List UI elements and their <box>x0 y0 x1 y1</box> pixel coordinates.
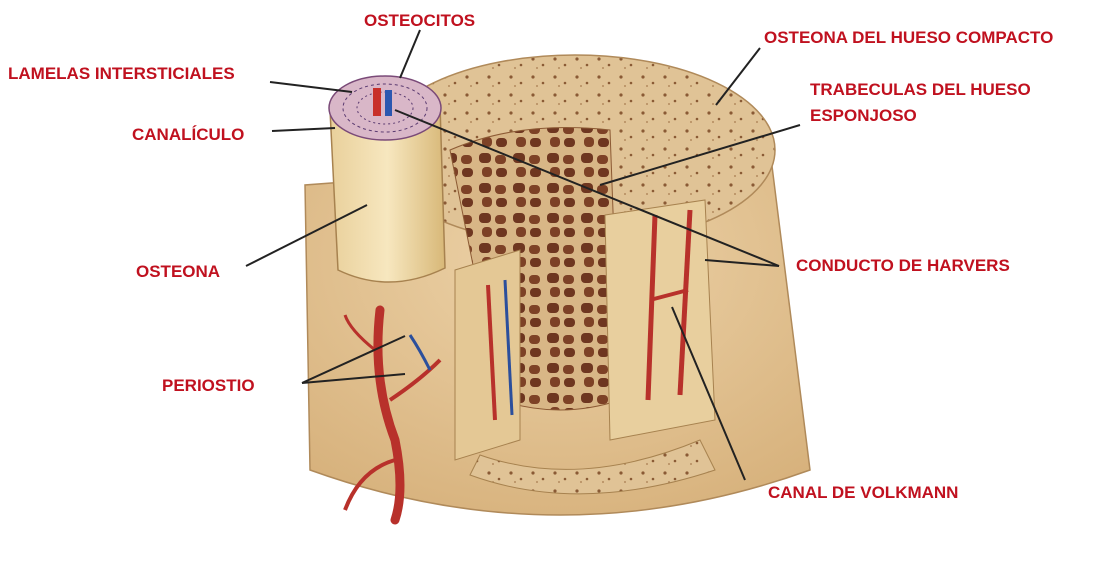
arrow-lamelas <box>270 82 352 92</box>
label-periostio: PERIOSTIO <box>162 376 255 396</box>
label-conducto-harvers: CONDUCTO DE HARVERS <box>796 256 1010 276</box>
label-osteona: OSTEONA <box>136 262 220 282</box>
osteon-artery <box>373 88 381 116</box>
cut-wall-right <box>605 200 715 440</box>
label-canal-volkmann: CANAL DE VOLKMANN <box>768 483 958 503</box>
label-lamelas-intersticiales: LAMELAS INTERSTICIALES <box>8 64 235 84</box>
label-trabeculas-line1: TRABECULAS DEL HUESO <box>810 80 1031 100</box>
label-trabeculas-line2: ESPONJOSO <box>810 106 917 126</box>
label-osteocitos: OSTEOCITOS <box>364 11 475 31</box>
osteon-vein <box>385 90 392 116</box>
label-osteona-hueso-compacto: OSTEONA DEL HUESO COMPACTO <box>764 28 1053 48</box>
arrow-canaliculo <box>272 128 335 131</box>
label-canaliculo: CANALÍCULO <box>132 125 244 145</box>
arrow-osteocitos <box>400 30 420 78</box>
